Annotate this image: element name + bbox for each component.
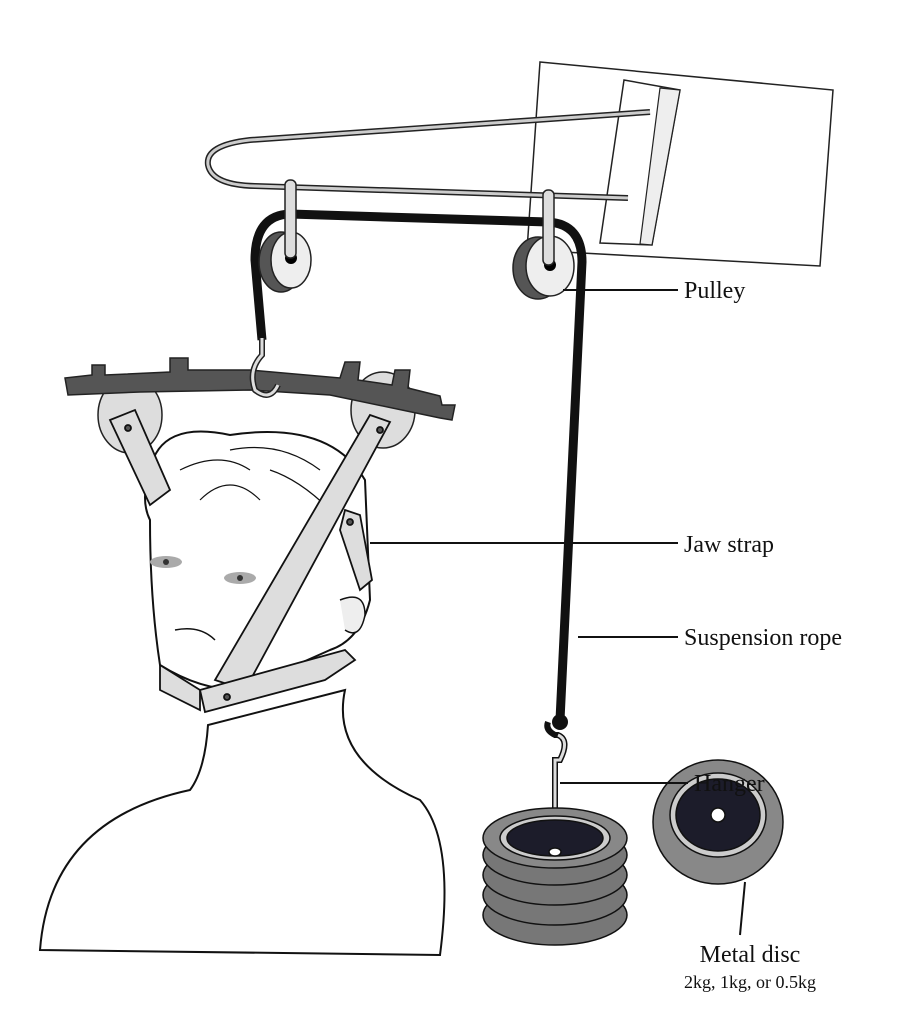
metal-disc	[652, 759, 784, 885]
label-suspension-rope: Suspension rope	[684, 625, 842, 651]
label-jaw-strap: Jaw strap	[684, 532, 774, 558]
leader-lines	[370, 289, 746, 936]
label-metal-disc: Metal disc	[700, 942, 801, 968]
pulley-right	[512, 189, 575, 300]
label-hanger: Hanger	[694, 771, 765, 797]
hanger	[544, 714, 568, 855]
weight-stack	[482, 807, 628, 946]
label-metal-disc-weights: 2kg, 1kg, or 0.5kg	[684, 972, 816, 992]
door-bracket	[599, 79, 681, 246]
patient-figure	[38, 430, 446, 957]
pulley-left	[258, 179, 312, 293]
jaw-strap	[108, 408, 392, 714]
suspension-rope	[250, 209, 587, 721]
label-pulley: Pulley	[684, 278, 745, 304]
